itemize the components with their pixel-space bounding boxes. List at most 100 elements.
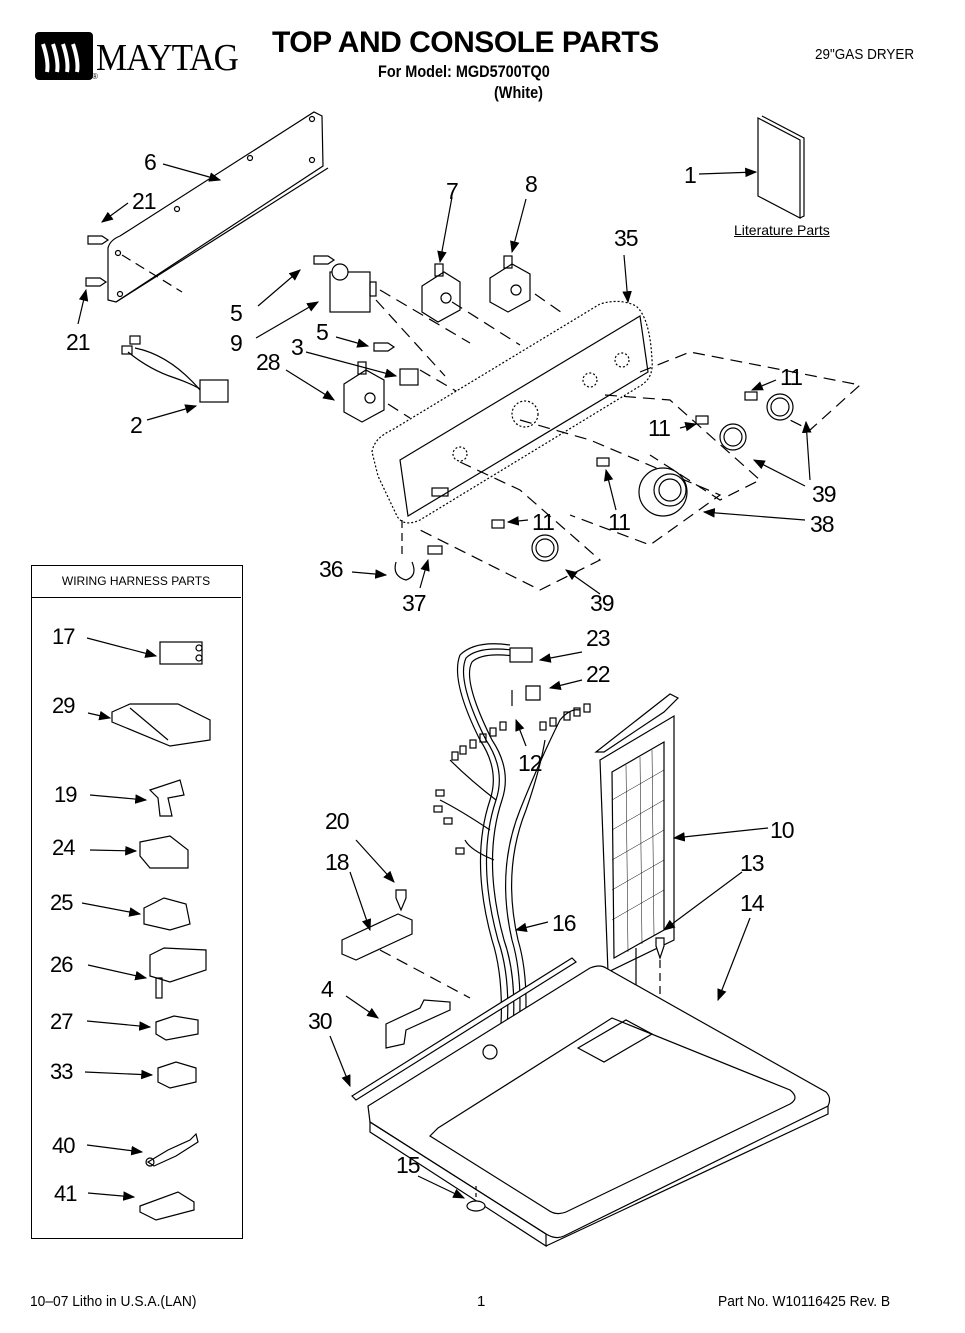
callout-26: 26 [50, 952, 74, 977]
callout-9: 9 [230, 330, 243, 356]
timer-knob-icon [638, 467, 688, 517]
maytag-swoosh-icon [41, 43, 80, 73]
screw-icon [373, 342, 396, 352]
part-number: Part No. W10116425 Rev. B [718, 1293, 891, 1310]
callout-40: 40 [52, 1133, 76, 1158]
harness-part-29-icon [111, 703, 211, 747]
callout-15: 15 [396, 1152, 421, 1178]
callout-39: 39 [590, 590, 615, 616]
console-bracket-part [107, 111, 329, 303]
callout-5: 5 [316, 319, 329, 345]
control-board-part-10 [594, 693, 680, 973]
switch-part-7 [421, 263, 461, 323]
switch-part-8 [489, 255, 531, 313]
knob-clip-icon [596, 457, 610, 467]
strip-part-30 [351, 957, 577, 1101]
callout-5: 5 [230, 300, 243, 326]
screw-icon [313, 255, 336, 265]
callout-8: 8 [525, 171, 538, 197]
registered-mark: ® [92, 72, 98, 81]
callout-11: 11 [608, 509, 631, 535]
callout-1: 1 [684, 162, 697, 188]
model-line: For Model: MGD5700TQ0 [378, 62, 550, 81]
callout-10: 10 [770, 817, 795, 843]
shield-part-4 [385, 999, 451, 1049]
part-3-icon [399, 368, 419, 386]
callout-38: 38 [810, 511, 835, 537]
knob-icon [719, 423, 747, 451]
callout-20: 20 [325, 808, 350, 834]
callout-23: 23 [586, 625, 611, 651]
label-part-37 [427, 545, 443, 555]
callout-27: 27 [50, 1009, 74, 1034]
callout-7: 7 [446, 178, 459, 204]
callout-6: 6 [144, 149, 157, 175]
callout-28: 28 [256, 349, 281, 375]
literature-book-icon [757, 115, 805, 219]
washer-part-15 [466, 1200, 486, 1212]
selector-switch-part-9 [329, 263, 377, 313]
screw-icon [395, 889, 407, 912]
callout-11: 11 [780, 364, 803, 390]
callout-39: 39 [812, 481, 837, 507]
callout-11: 11 [648, 415, 671, 441]
wiring-harness-header: WIRING HARNESS PARTS [31, 565, 241, 598]
page-number: 1 [477, 1293, 486, 1310]
callout-17: 17 [52, 624, 76, 649]
callout-13: 13 [740, 850, 765, 876]
callout-18: 18 [325, 849, 350, 875]
harness-part-17-icon [159, 641, 203, 665]
knob-clip-icon [744, 391, 758, 401]
harness-part-41-icon [139, 1191, 195, 1221]
screw-icon [655, 937, 665, 960]
switch-part-28 [343, 361, 385, 423]
callout-24: 24 [52, 835, 76, 860]
screw-icon [85, 277, 108, 287]
callout-2: 2 [130, 412, 143, 438]
harness-part-33-icon [157, 1061, 197, 1089]
main-wire-harness-part-16 [433, 643, 591, 1041]
harness-part-19-icon [148, 779, 185, 817]
wire-harness-part-2 [121, 335, 229, 403]
top-panel-part-14 [367, 965, 831, 1248]
print-info: 10–07 Litho in U.S.A.(LAN) [30, 1293, 197, 1310]
callout-19: 19 [54, 782, 78, 807]
callout-25: 25 [50, 890, 74, 915]
callout-21: 21 [132, 188, 157, 214]
harness-part-24-icon [139, 835, 189, 869]
literature-parts-label: Literature Parts [734, 222, 830, 238]
callout-37: 37 [402, 590, 427, 616]
callout-22: 22 [586, 661, 611, 687]
callout-3: 3 [291, 334, 304, 360]
console-panel-part-35 [371, 300, 653, 524]
callout-21: 21 [66, 329, 91, 355]
knob-clip-icon [491, 519, 505, 529]
callout-29: 29 [52, 693, 76, 718]
knob-clip-icon [695, 415, 709, 425]
screw-icon [87, 235, 110, 245]
harness-part-25-icon [143, 897, 191, 931]
harness-part-27-icon [155, 1015, 199, 1041]
knob-icon [766, 393, 794, 421]
color-line: (White) [494, 83, 543, 102]
wiring-harness-panel [31, 565, 243, 1239]
callout-16: 16 [552, 910, 577, 936]
callout-30: 30 [308, 1008, 333, 1034]
brand-name: MAYTAG [96, 37, 239, 79]
page-title: TOP AND CONSOLE PARTS [272, 26, 659, 59]
callout-14: 14 [740, 890, 765, 916]
callout-11: 11 [532, 509, 555, 535]
callout-35: 35 [614, 225, 639, 251]
callout-33: 33 [50, 1059, 74, 1084]
harness-part-26-icon [149, 947, 207, 999]
harness-part-40-icon [145, 1132, 199, 1167]
maytag-logo-mark [35, 32, 93, 80]
callout-4: 4 [321, 976, 334, 1002]
callout-41: 41 [54, 1181, 78, 1206]
clip-part-36 [394, 561, 415, 581]
callout-12: 12 [518, 750, 543, 776]
product-type: 29"GAS DRYER [815, 46, 915, 63]
callout-36: 36 [319, 556, 344, 582]
bracket-part-18 [341, 913, 413, 961]
